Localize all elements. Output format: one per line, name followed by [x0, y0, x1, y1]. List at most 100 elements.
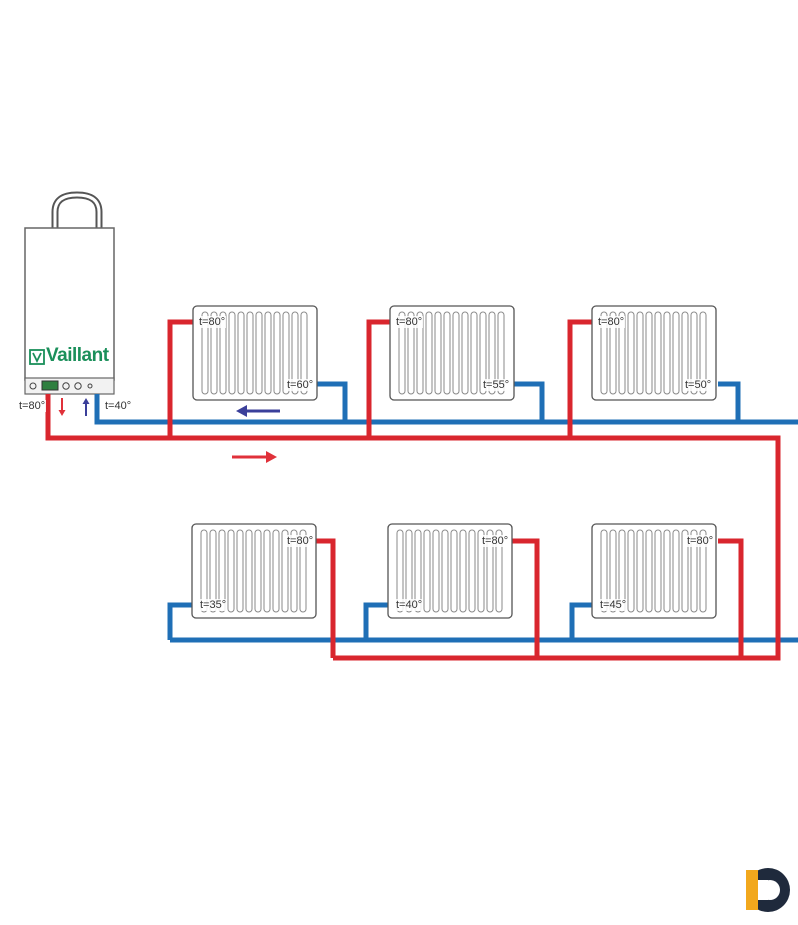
radiator-upper-2-inlet-temp: t=80° [395, 316, 424, 328]
radiator-lower-3 [591, 523, 717, 619]
radiator-upper-3-inlet-temp: t=80° [597, 316, 626, 328]
boiler-indicator-icon [87, 383, 93, 389]
radiator-fin [291, 311, 299, 395]
boiler-power-icon [62, 382, 70, 390]
radiator-fin [218, 529, 226, 613]
return-flow-arrow [236, 405, 280, 417]
corner-logo-icon [746, 868, 790, 912]
radiator-fin [663, 529, 671, 613]
radiator-fin [407, 311, 415, 395]
radiator-fin [210, 311, 218, 395]
radiator-fin [434, 311, 442, 395]
boiler-handle-inner [53, 193, 101, 230]
radiator-fin [245, 529, 253, 613]
radiator-fin [468, 529, 476, 613]
radiator-fin [459, 529, 467, 613]
radiator-lower-1 [191, 523, 317, 619]
radiator-fin [663, 311, 671, 395]
radiator-fin [488, 311, 496, 395]
radiator-fin [273, 311, 281, 395]
radiator-fin [470, 311, 478, 395]
radiator-fin [450, 529, 458, 613]
radiator-fin [497, 311, 505, 395]
radiator-fin [690, 311, 698, 395]
boiler-brand: Vaillant [46, 345, 109, 366]
radiator-fin [441, 529, 449, 613]
boiler-display [41, 380, 59, 391]
radiator-fin [209, 529, 217, 613]
radiator-fin [672, 311, 680, 395]
radiator-fin [272, 529, 280, 613]
radiator-fin [495, 529, 503, 613]
radiator-upper-2 [389, 305, 515, 401]
radiator-fin [405, 529, 413, 613]
supply-pipes [45, 319, 781, 661]
radiator-fin [398, 311, 406, 395]
radiator-fin [443, 311, 451, 395]
radiator-lower-3-inlet-temp: t=80° [686, 535, 715, 547]
radiator-fin [299, 529, 307, 613]
radiator-upper-1 [192, 305, 318, 401]
radiator-fin [609, 529, 617, 613]
radiator-fin [609, 311, 617, 395]
boiler-mode-icon [74, 382, 82, 390]
radiator-fin [414, 529, 422, 613]
radiator-fin [654, 311, 662, 395]
vaillant-logo-icon [29, 349, 45, 365]
radiator-fin [600, 311, 608, 395]
radiator-fin [681, 529, 689, 613]
radiator-fin [645, 311, 653, 395]
radiator-lower-2 [387, 523, 513, 619]
radiator-fin [479, 311, 487, 395]
radiator-upper-1-inlet-temp: t=80° [198, 316, 227, 328]
radiator-upper-3-outlet-temp: t=50° [684, 379, 713, 391]
radiator-fin [618, 311, 626, 395]
radiator-fin [254, 529, 262, 613]
radiators [191, 305, 717, 619]
radiator-fin [636, 529, 644, 613]
radiator-fin [255, 311, 263, 395]
radiator-fin [425, 311, 433, 395]
radiator-fin [690, 529, 698, 613]
radiator-fin [477, 529, 485, 613]
boiler-supply-temp: t=80° [18, 400, 47, 412]
radiator-fin [300, 311, 308, 395]
radiator-upper-2-outlet-temp: t=55° [482, 379, 511, 391]
boiler-return-temp: t=40° [104, 400, 133, 412]
radiator-fin [627, 529, 635, 613]
radiator-fin [264, 311, 272, 395]
radiator-fin [282, 311, 290, 395]
radiator-fin [452, 311, 460, 395]
radiator-fin [227, 529, 235, 613]
radiator-fin [654, 529, 662, 613]
radiator-lower-2-outlet-temp: t=40° [395, 599, 424, 611]
radiator-lower-2-inlet-temp: t=80° [481, 535, 510, 547]
return-pipes [94, 381, 798, 643]
radiator-upper-1-outlet-temp: t=60° [286, 379, 315, 391]
radiator-fin [219, 311, 227, 395]
radiator-fin [618, 529, 626, 613]
radiator-fin [486, 529, 494, 613]
supply-flow-arrow [232, 451, 277, 463]
radiator-fin [246, 311, 254, 395]
radiator-fin [699, 311, 707, 395]
radiator-fin [201, 311, 209, 395]
radiator-lower-1-inlet-temp: t=80° [286, 535, 315, 547]
radiator-fin [681, 311, 689, 395]
radiator-fin [263, 529, 271, 613]
radiator-fin [290, 529, 298, 613]
radiator-fin [672, 529, 680, 613]
radiator-fin [461, 311, 469, 395]
boiler-knob-icon [29, 382, 37, 390]
radiator-fin [699, 529, 707, 613]
radiator-fin [396, 529, 404, 613]
radiator-fin [237, 311, 245, 395]
radiator-fin [432, 529, 440, 613]
radiator-fin [627, 311, 635, 395]
boiler-unit [24, 191, 115, 416]
radiator-lower-1-outlet-temp: t=35° [199, 599, 228, 611]
radiator-fin [423, 529, 431, 613]
radiator-lower-3-outlet-temp: t=45° [599, 599, 628, 611]
